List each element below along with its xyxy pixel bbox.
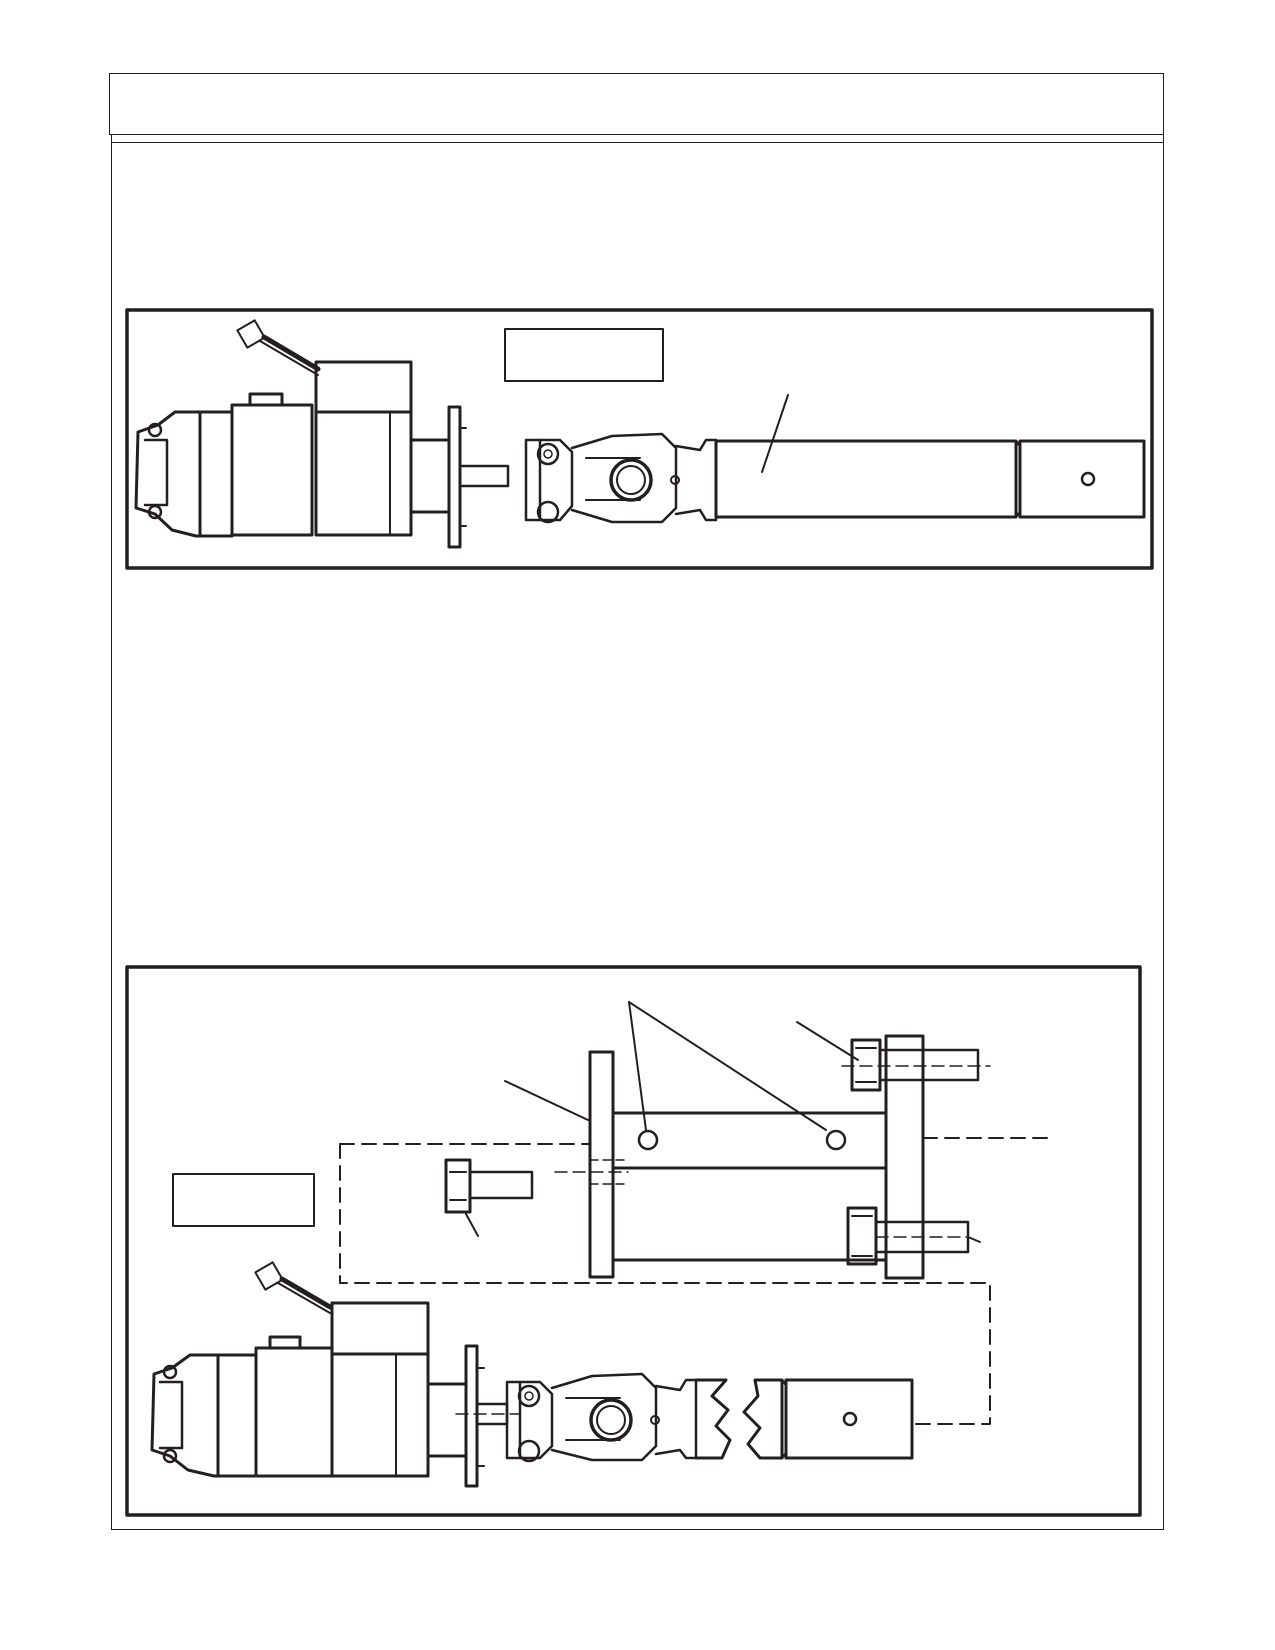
figure-1-leader-line bbox=[761, 394, 789, 473]
grease-fitting-icon bbox=[650, 1415, 660, 1425]
bracket-lower-channel bbox=[611, 1166, 888, 1262]
figure-2-drive-shaft bbox=[694, 1378, 914, 1460]
motor-wire-sheath bbox=[261, 334, 321, 372]
bracket-hole-icon bbox=[825, 1129, 847, 1151]
motor-body bbox=[230, 403, 314, 537]
yoke-body bbox=[538, 438, 574, 522]
leader-line-hole bbox=[628, 1001, 647, 1131]
motor-connector-icon bbox=[236, 319, 266, 349]
motor-body bbox=[254, 1346, 334, 1478]
figure-2 bbox=[125, 965, 1142, 1517]
motor-bolt-icon bbox=[147, 504, 163, 520]
set-screw-hex-icon bbox=[543, 449, 553, 459]
cross-yoke bbox=[570, 432, 678, 524]
motor-bolt-icon bbox=[162, 1448, 178, 1464]
shaft-pin-hole-icon bbox=[842, 1411, 858, 1427]
motor-body-boss bbox=[268, 1335, 302, 1350]
bolt-shank bbox=[468, 1170, 534, 1200]
motor-bolt-icon bbox=[162, 1364, 178, 1380]
shaft-outer-tube bbox=[694, 1378, 732, 1460]
figure-1-frame bbox=[125, 308, 1154, 570]
motor-endcap-recess bbox=[158, 1380, 184, 1450]
shaft-outer-tube bbox=[714, 439, 1018, 519]
cross-bearing-icon bbox=[589, 1398, 633, 1442]
motor-wire bbox=[277, 1282, 331, 1314]
motor-neck bbox=[426, 1382, 468, 1458]
yoke-body bbox=[518, 1380, 554, 1460]
grease-fitting-icon bbox=[670, 475, 680, 485]
figure-2-motor bbox=[150, 1261, 468, 1478]
shaft-yoke bbox=[654, 1378, 698, 1460]
figure-2-mounting-bracket bbox=[554, 1034, 991, 1280]
motor-connector-icon bbox=[254, 1261, 284, 1291]
bracket-left-plate bbox=[588, 1050, 615, 1279]
shaft-yoke bbox=[674, 438, 718, 522]
figure-2-u-joint bbox=[505, 1372, 698, 1463]
motor-housing bbox=[314, 410, 413, 537]
bracket-hole-icon bbox=[637, 1129, 659, 1151]
motor-housing bbox=[330, 1352, 430, 1478]
cross-bearing-inner-icon bbox=[596, 1405, 626, 1435]
shaft-pin-hole-icon bbox=[1080, 471, 1096, 487]
cross-bearing-inner-icon bbox=[616, 465, 646, 495]
figure-1-label-box bbox=[504, 328, 664, 382]
figure-2-frame bbox=[125, 965, 1142, 1517]
shaft-inner-tube bbox=[1018, 439, 1146, 519]
leader-line-plate bbox=[504, 1080, 589, 1121]
figure-1-drive-shaft bbox=[714, 394, 1146, 519]
leader-line-hole bbox=[628, 1001, 827, 1131]
bracket-right-plate bbox=[884, 1034, 925, 1280]
assembly-path bbox=[339, 1143, 991, 1425]
leader-line-pin-lower bbox=[967, 1236, 981, 1243]
figure-1-motor bbox=[134, 319, 451, 538]
figure-1-shaft-stub bbox=[458, 464, 510, 488]
set-screw-icon bbox=[536, 500, 560, 524]
cross-bearing-icon bbox=[609, 458, 653, 502]
bolt-head bbox=[444, 1158, 472, 1214]
motor-wire-sheath bbox=[279, 1276, 333, 1310]
shaft-broken-section bbox=[742, 1378, 784, 1460]
motor-neck bbox=[409, 438, 451, 514]
figure-1-u-joint bbox=[524, 432, 718, 524]
motor-endcap-recess bbox=[143, 438, 169, 507]
motor-junction-box bbox=[314, 360, 413, 414]
set-screw-hex-icon bbox=[524, 1391, 534, 1401]
page-header-bar bbox=[109, 73, 1164, 135]
set-screw-icon bbox=[536, 442, 560, 466]
set-screw-icon bbox=[517, 1439, 541, 1463]
leader-line-pin bbox=[796, 1021, 859, 1061]
pin-shaft-upper bbox=[878, 1048, 980, 1082]
motor-junction-box bbox=[330, 1301, 430, 1356]
motor-wire bbox=[259, 340, 319, 376]
shaft-inner-tube bbox=[784, 1378, 914, 1460]
header-divider bbox=[112, 142, 1164, 143]
cross-yoke bbox=[550, 1372, 658, 1462]
figure-1-coupling-flange bbox=[447, 405, 462, 549]
yoke-outer bbox=[505, 1380, 522, 1460]
figure-2-label-box bbox=[172, 1173, 315, 1227]
leader-line-bolt bbox=[465, 1213, 479, 1237]
motor-bolt-icon bbox=[147, 422, 163, 438]
figure-2-coupling-flange bbox=[464, 1344, 479, 1488]
figure-1 bbox=[125, 308, 1154, 570]
motor-endcap bbox=[150, 1353, 258, 1478]
motor-body-boss bbox=[248, 392, 284, 407]
figure-2-bolt bbox=[444, 1158, 534, 1214]
set-screw-icon bbox=[517, 1384, 541, 1408]
